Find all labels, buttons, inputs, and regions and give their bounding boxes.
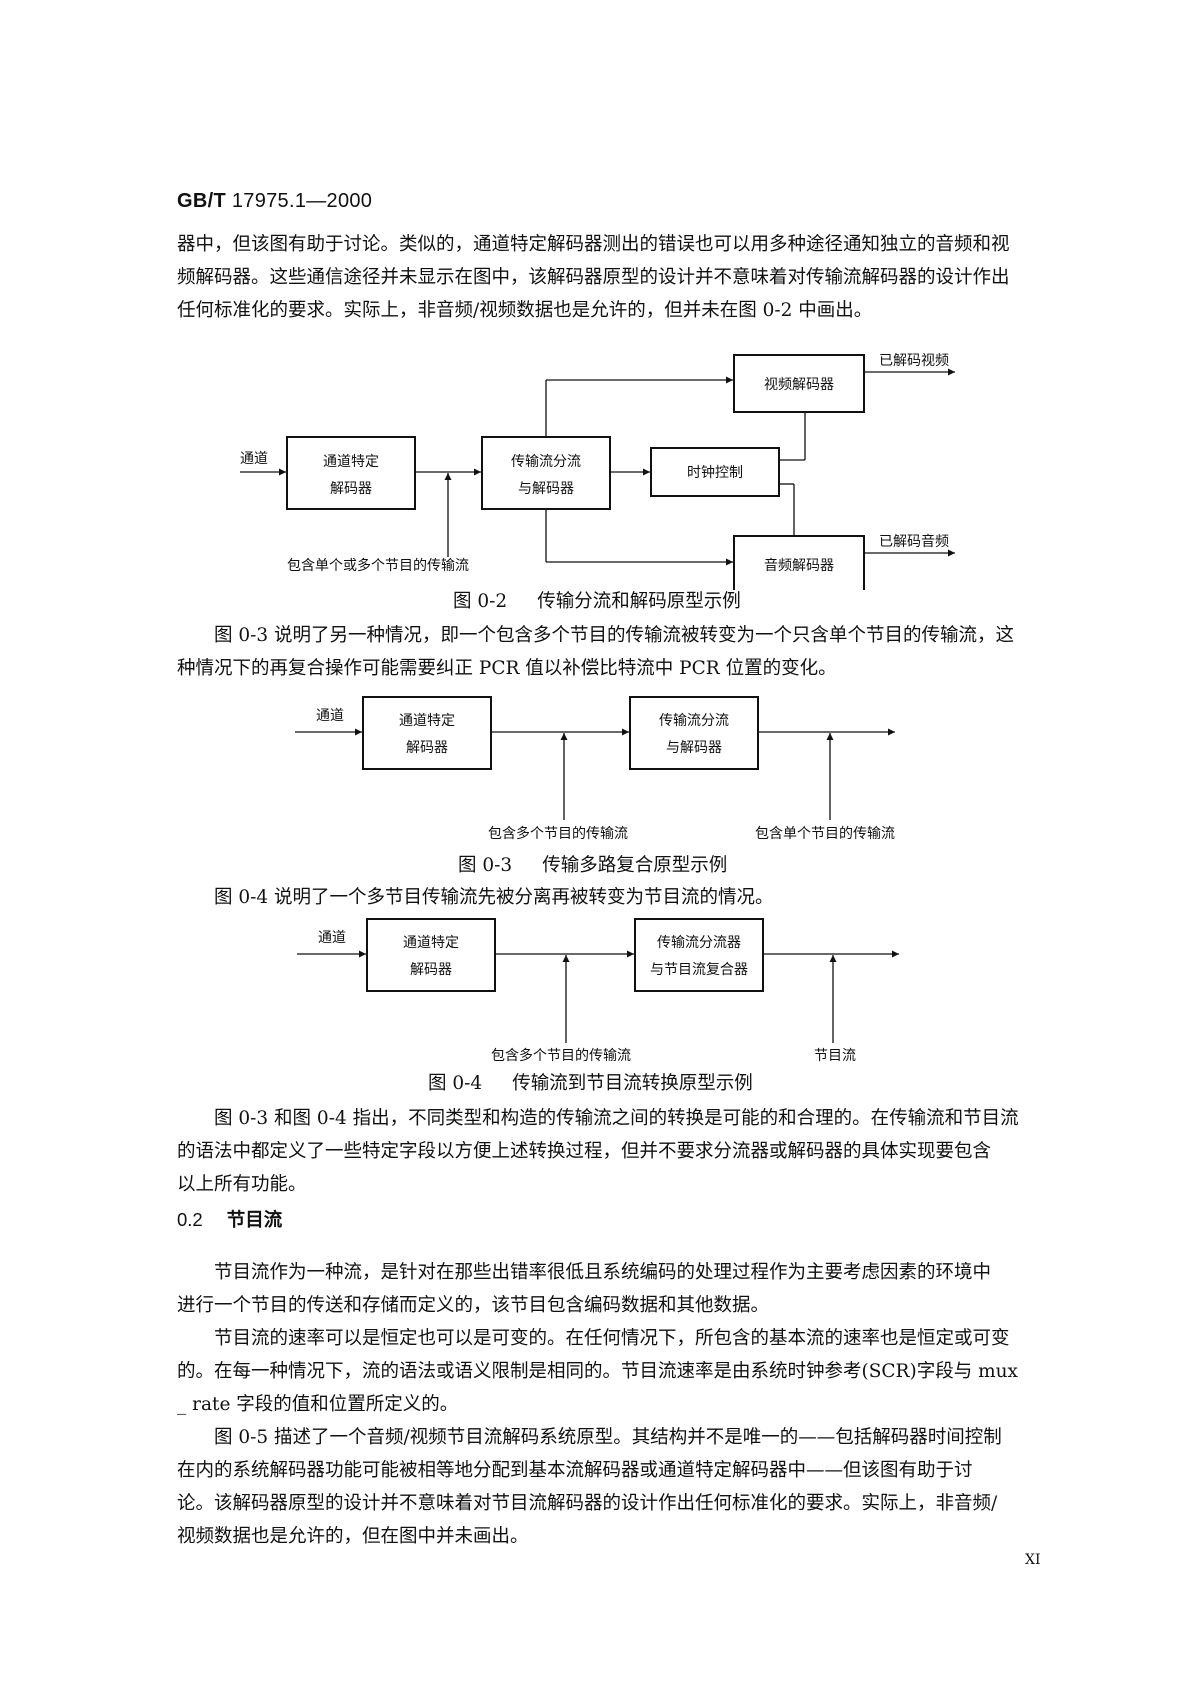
clock-control-box — [650, 447, 780, 497]
stream-label: 包含多个节目的传输流 — [488, 825, 628, 842]
text-line: 论。该解码器原型的设计并不意味着对节目流解码器的设计作出任何标准化的要求。实际上… — [177, 1493, 998, 1514]
text-line: 种情况下的再复合操作可能需要纠正 PCR 值以补偿比特流中 PCR 位置的变化。 — [177, 658, 837, 679]
box-label: 解码器 — [406, 740, 448, 756]
text-line: 节目流作为一种流，是针对在那些出错率很低且系统编码的处理过程作为主要考虑因素的环… — [214, 1262, 992, 1283]
input-label: 通道 — [240, 451, 268, 467]
conversion-paragraph: 图 0-3 和图 0-4 指出，不同类型和构造的传输流之间的转换是可能的和合理的… — [177, 1102, 1067, 1201]
box-label: 音频解码器 — [764, 557, 834, 574]
text-line: 节目流的速率可以是恒定也可以是可变的。在任何情况下，所包含的基本流的速率也是恒定… — [214, 1328, 1010, 1349]
text-line: _ rate 字段的值和位置所定义的。 — [177, 1394, 459, 1415]
caption-title: 传输流到节目流转换原型示例 — [512, 1073, 753, 1094]
figure-0-2-diagram: 通道 通道特定 解码器 传输流分流 与解码器 时钟控制 视频解码器 音频解码器 … — [240, 353, 955, 590]
stream-label: 包含单个或多个节目的传输流 — [287, 557, 469, 574]
text-line: 图 0-3 和图 0-4 指出，不同类型和构造的传输流之间的转换是可能的和合理的… — [214, 1108, 1019, 1129]
section-title: 节目流 — [226, 1210, 283, 1231]
text-line: 进行一个节目的传送和存储而定义的，该节目包含编码数据和其他数据。 — [177, 1295, 770, 1316]
text-line: 在内的系统解码器功能可能被相等地分配到基本流解码器或通道特定解码器中——但该图有… — [177, 1460, 973, 1481]
text-line: 频解码器。这些通信途径并未显示在图中，该解码器原型的设计并不意味着对传输流解码器… — [177, 267, 1010, 288]
section-heading: 0.2 节目流 — [177, 1206, 282, 1232]
box-label: 传输流分流 — [511, 454, 581, 470]
program-stream-paragraph-3: 图 0-5 描述了一个音频/视频节目流解码系统原型。其结构并不是唯一的——包括解… — [177, 1421, 1067, 1553]
figure-caption: 图 0-2 传输分流和解码原型示例 — [453, 587, 741, 613]
text-line: 视频数据也是允许的，但在图中并未画出。 — [177, 1526, 529, 1547]
program-stream-paragraph-2: 节目流的速率可以是恒定也可以是可变的。在任何情况下，所包含的基本流的速率也是恒定… — [177, 1322, 1067, 1421]
figure-caption: 图 0-4 传输流到节目流转换原型示例 — [428, 1069, 753, 1095]
figure-caption: 图 0-3 传输多路复合原型示例 — [458, 851, 727, 877]
section-number: 0.2 — [177, 1209, 203, 1230]
text-line: 的语法中都定义了一些特定字段以方便上述转换过程，但并不要求分流器或解码器的具体实… — [177, 1141, 992, 1162]
box-label: 视频解码器 — [764, 377, 834, 393]
demux-decoder-box — [481, 436, 611, 510]
box-label: 通道特定 — [399, 713, 455, 729]
output-label: 已解码视频 — [879, 353, 949, 369]
stream-label: 包含单个节目的传输流 — [755, 826, 895, 842]
figure-0-3-diagram: 通道 通道特定 解码器 传输流分流 与解码器 包含多个节目的传输流 包含单个节目… — [295, 696, 895, 842]
caption-number: 图 0-3 — [458, 855, 513, 876]
text-line: 器中，但该图有助于讨论。类似的，通道特定解码器测出的错误也可以用多种途径通知独立… — [177, 234, 1010, 255]
box-label: 通道特定 — [403, 935, 459, 951]
box-label: 与解码器 — [666, 740, 722, 756]
program-stream-paragraph-1: 节目流作为一种流，是针对在那些出错率很低且系统编码的处理过程作为主要考虑因素的环… — [177, 1256, 1067, 1322]
page-number: XI — [1025, 1552, 1041, 1568]
text-line: 以上所有功能。 — [177, 1174, 307, 1195]
box-label: 解码器 — [410, 962, 452, 978]
caption-number: 图 0-4 — [428, 1073, 483, 1094]
caption-title: 传输多路复合原型示例 — [542, 855, 728, 876]
text-line: 图 0-4 说明了一个多节目传输流先被分离再被转变为节目流的情况。 — [214, 887, 774, 908]
box-label: 与节目流复合器 — [650, 961, 748, 978]
caption-number: 图 0-2 — [453, 591, 508, 612]
paragraph-0-3: 图 0-3 说明了另一种情况，即一个包含多个节目的传输流被转变为一个只含单个节目… — [177, 619, 1067, 685]
paragraph-0-4: 图 0-4 说明了一个多节目传输流先被分离再被转变为节目流的情况。 — [177, 881, 1067, 914]
input-label: 通道 — [316, 708, 344, 724]
demux-decoder-box — [629, 696, 759, 770]
output-label: 已解码音频 — [879, 533, 949, 550]
box-label: 时钟控制 — [687, 464, 743, 481]
figure-0-4-diagram: 通道 通道特定 解码器 传输流分流器 与节目流复合器 包含多个节目的传输流 节目… — [297, 918, 899, 1064]
stream-label: 包含多个节目的传输流 — [491, 1047, 631, 1064]
box-label: 传输流分流器 — [657, 935, 741, 951]
document-header: GB/T 17975.1—2000 — [177, 190, 372, 213]
box-label: 解码器 — [330, 481, 372, 497]
text-line: 的。在每一种情况下，流的语法或语义限制是相同的。节目流速率是由系统时钟参考(SC… — [177, 1361, 1018, 1382]
channel-decoder-box — [362, 696, 492, 770]
channel-decoder-box — [366, 918, 496, 992]
text-line: 图 0-5 描述了一个音频/视频节目流解码系统原型。其结构并不是唯一的——包括解… — [214, 1427, 1002, 1448]
box-label: 传输流分流 — [659, 713, 729, 729]
caption-title: 传输分流和解码原型示例 — [537, 591, 741, 612]
standard-number: 17975.1—2000 — [231, 190, 373, 212]
input-label: 通道 — [318, 930, 346, 946]
audio-decoder-box — [733, 535, 865, 590]
intro-paragraph: 器中，但该图有助于讨论。类似的，通道特定解码器测出的错误也可以用多种途径通知独立… — [177, 228, 1067, 327]
standard-code: GB/T — [177, 190, 226, 212]
demux-mux-box — [634, 918, 764, 992]
box-label: 与解码器 — [518, 481, 574, 497]
text-line: 图 0-3 说明了另一种情况，即一个包含多个节目的传输流被转变为一个只含单个节目… — [214, 625, 1015, 646]
video-decoder-box — [733, 354, 865, 413]
box-label: 通道特定 — [323, 454, 379, 470]
channel-decoder-box — [286, 436, 416, 510]
stream-label: 节目流 — [814, 1048, 856, 1064]
text-line: 任何标准化的要求。实际上，非音频/视频数据也是允许的，但并未在图 0-2 中画出… — [177, 300, 873, 321]
